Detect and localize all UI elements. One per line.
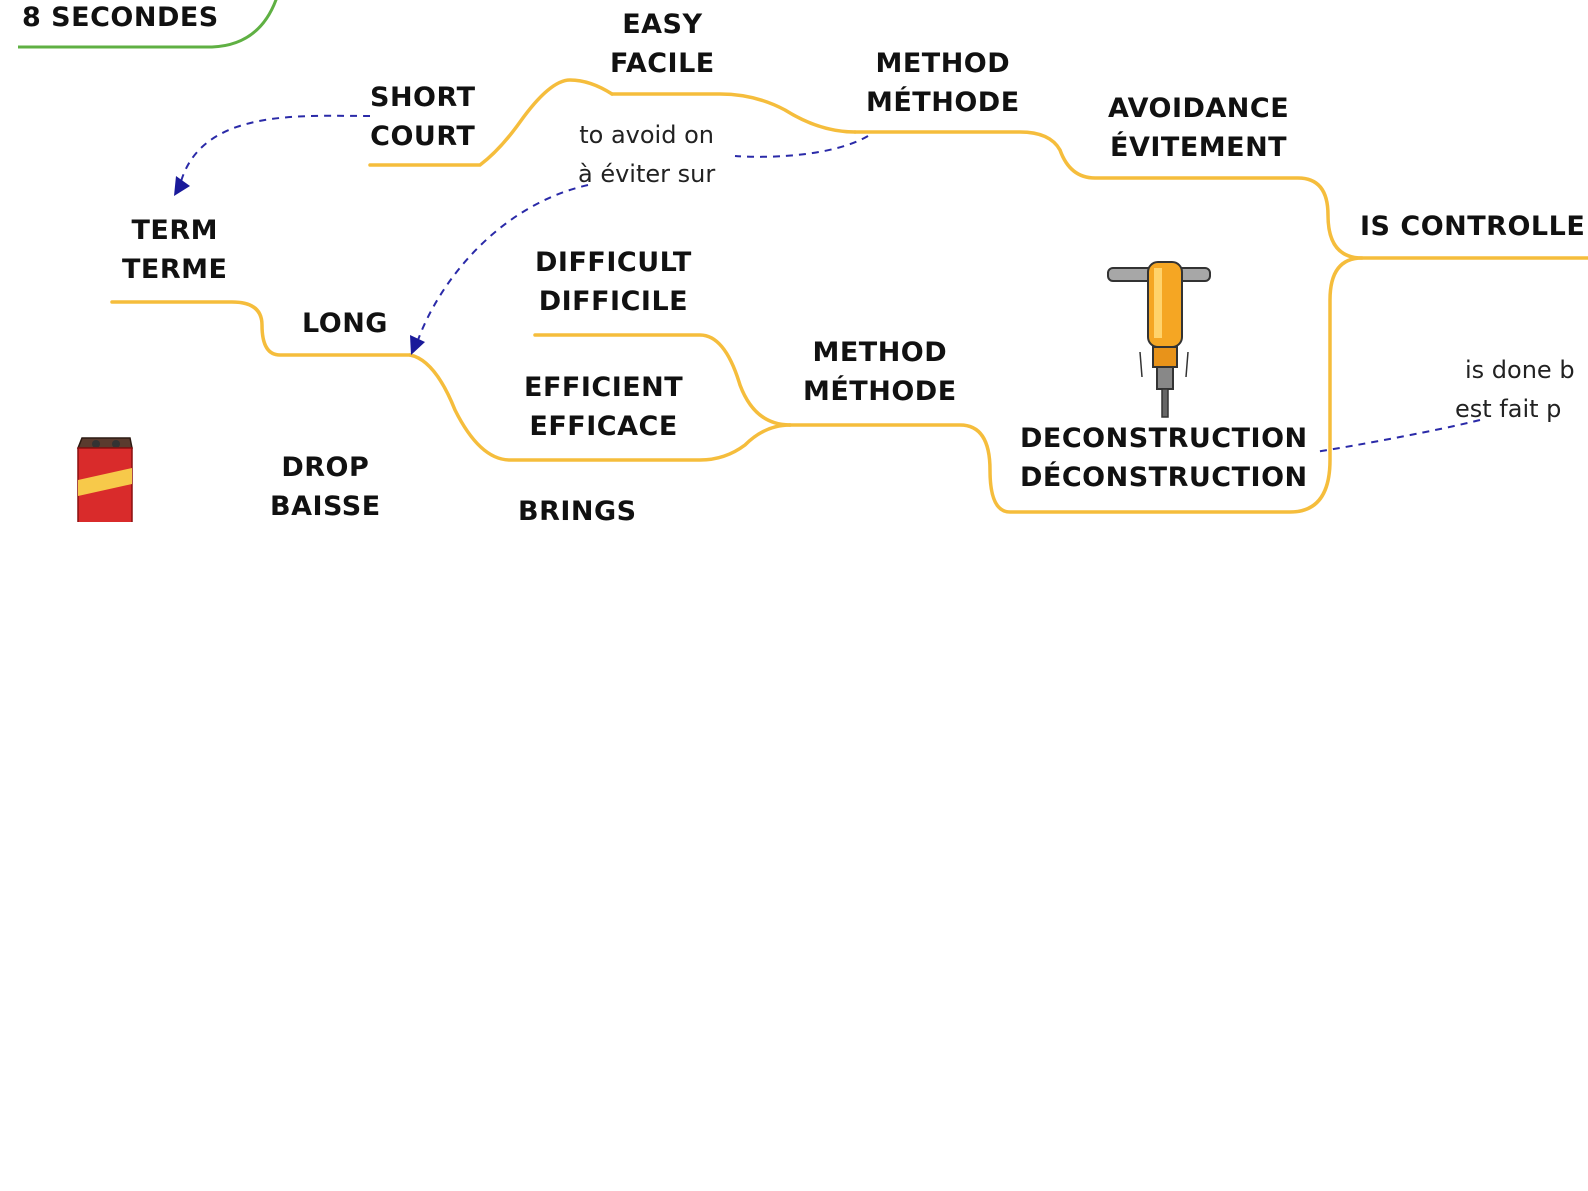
relation-short-to-term [179, 114, 371, 186]
topic-is-controlled[interactable]: IS CONTROLLE [1360, 211, 1586, 242]
topic-long[interactable]: LONG [302, 308, 388, 339]
branch-is-controlled [788, 256, 1588, 514]
branch-method-bottom [408, 353, 792, 462]
branch-long [110, 300, 412, 357]
battery-icon [76, 437, 133, 529]
branch-easy [368, 78, 614, 167]
topic-brings[interactable]: BRINGS [518, 496, 637, 527]
relation-arrowhead-term [174, 176, 190, 196]
branch-avoidance [853, 130, 1364, 260]
relation-method-to-long [417, 135, 869, 341]
relation-arrowhead-long [410, 335, 425, 355]
root-branch-line [18, 0, 278, 49]
topic-8-seconds[interactable]: 8 SECONDES [22, 2, 219, 33]
branch-method-top [610, 92, 857, 134]
blank-area [0, 522, 1588, 1191]
jackhammer-icon [1107, 261, 1211, 418]
branch-difficult [533, 333, 792, 427]
relation-controlled-to-deconstruction [1314, 419, 1481, 453]
